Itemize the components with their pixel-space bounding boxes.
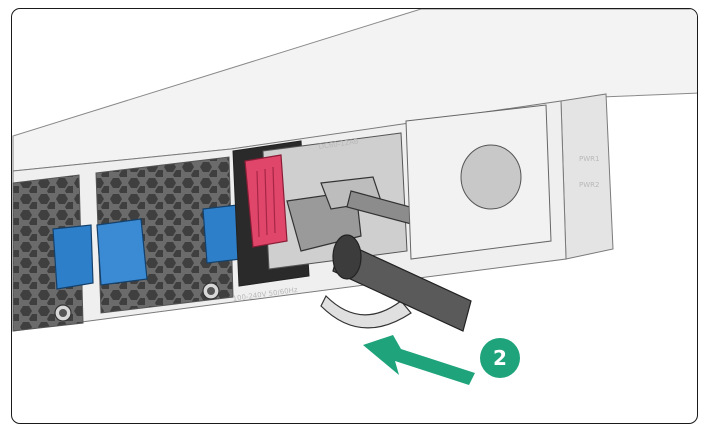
blank-panel-hole [460, 144, 522, 210]
fan-clip-2 [96, 218, 148, 286]
fan-module-1 [12, 174, 84, 332]
port-label-pwr2: PWR2 [579, 181, 599, 189]
step-badge: 2 [480, 338, 520, 378]
chassis-end-face [560, 93, 614, 260]
insertion-arrow [363, 335, 475, 385]
port-label-pwr1: PWR1 [579, 155, 599, 163]
cable-clamp [320, 294, 412, 329]
psu-installation-illustration: DC60-12AB 100-240V 50/60Hz PWR1 PWR2 [12, 9, 697, 385]
figure-frame: DC60-12AB 100-240V 50/60Hz PWR1 PWR2 [11, 8, 698, 424]
step-number: 2 [493, 346, 507, 370]
fan-clip-1 [52, 224, 94, 290]
